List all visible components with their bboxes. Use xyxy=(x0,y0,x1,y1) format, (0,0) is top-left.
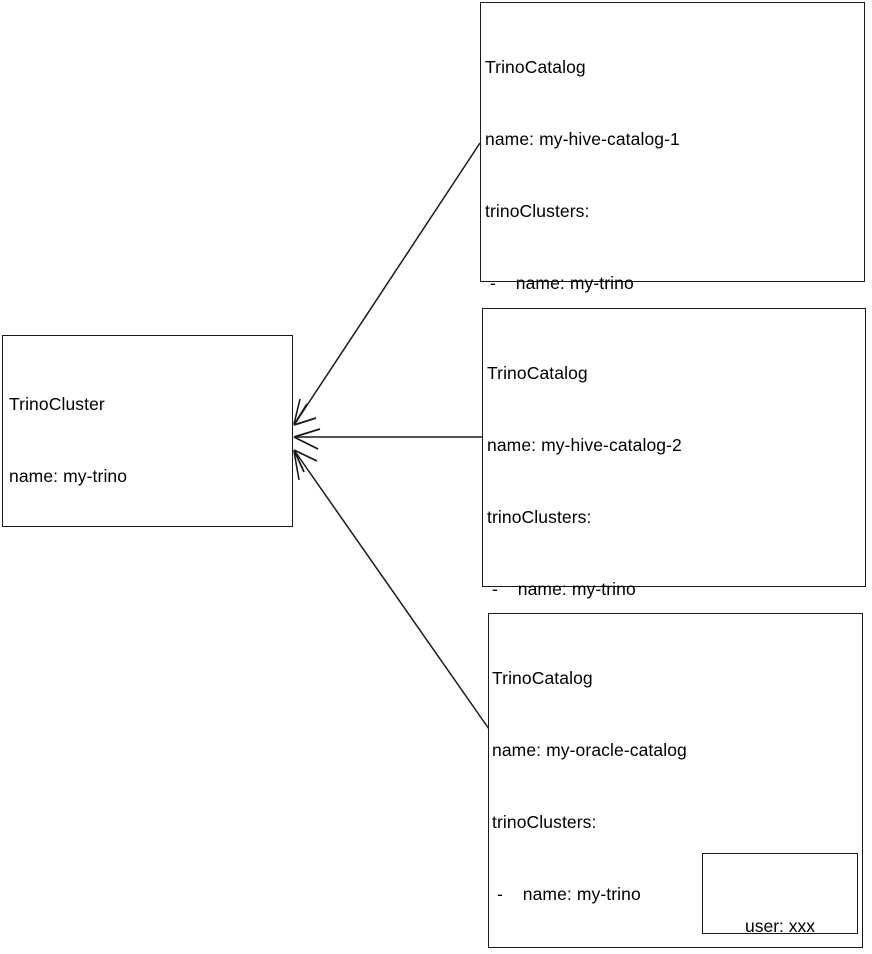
yaml-line: name: my-hive-catalog-2 xyxy=(487,435,682,455)
oracle-credentials-secret-node[interactable] xyxy=(702,853,858,934)
yaml-line: - name: my-trino xyxy=(485,273,634,293)
yaml-line: TrinoCatalog xyxy=(485,57,586,77)
yaml-line: trinoClusters: xyxy=(487,507,592,527)
secret-line-user: user: xxx xyxy=(744,916,816,936)
yaml-line: name: my-oracle-catalog xyxy=(492,740,687,760)
yaml-line: trinoClusters: xyxy=(485,201,590,221)
yaml-line: name: my-trino xyxy=(9,466,128,486)
yaml-line: TrinoCluster xyxy=(9,394,105,414)
oracle-credentials-secret-text: user: xxx password: xxx xyxy=(702,866,858,954)
trino-catalog-oracle-yaml: TrinoCatalog name: my-oracle-catalog tri… xyxy=(492,618,797,954)
yaml-line: trinoClusters: xyxy=(492,812,597,832)
yaml-line: name: my-hive-catalog-1 xyxy=(485,129,680,149)
trino-catalog-hive-2-node[interactable] xyxy=(482,308,866,587)
arrowhead-cluster-cluster xyxy=(293,398,301,481)
yaml-line: TrinoCatalog xyxy=(487,363,588,383)
trino-cluster-node[interactable] xyxy=(2,335,293,527)
yaml-line: TrinoCatalog xyxy=(492,668,593,688)
connector-catalog-1 xyxy=(293,142,481,426)
yaml-line: - name: my-trino xyxy=(492,884,641,904)
trino-catalog-oracle-node[interactable] xyxy=(488,613,863,948)
trino-catalog-hive-1-node[interactable] xyxy=(480,2,865,282)
yaml-line: - name: my-trino xyxy=(487,579,636,599)
connector-catalog-3 xyxy=(293,449,490,730)
trino-cluster-yaml: TrinoCluster name: my-trino xyxy=(9,344,127,536)
connector-catalog-2 xyxy=(293,428,482,450)
